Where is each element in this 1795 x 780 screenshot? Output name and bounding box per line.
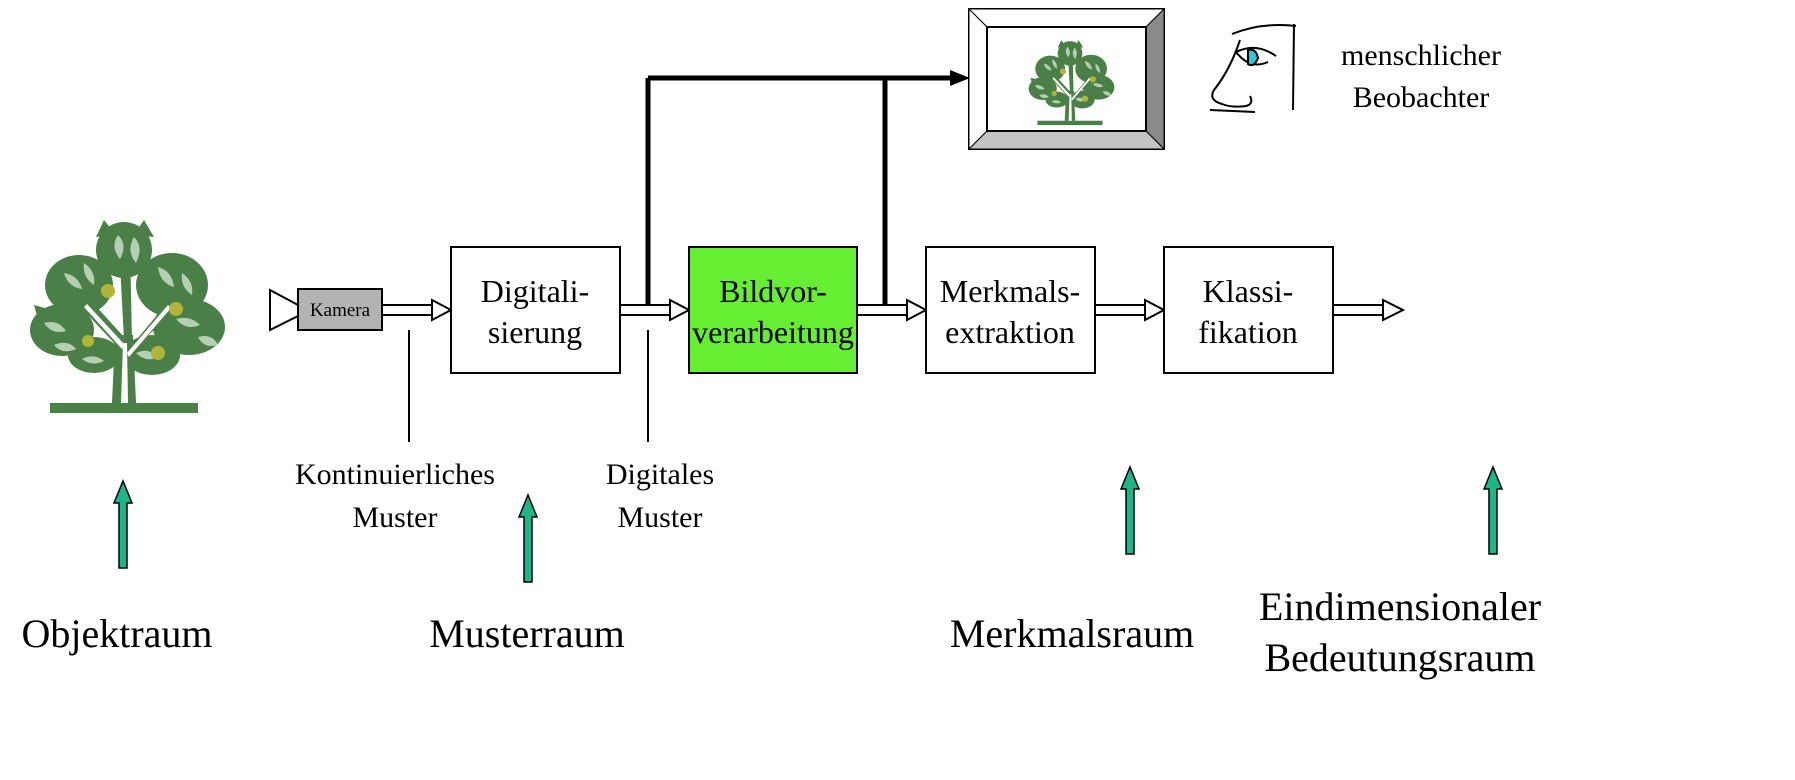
arrow-merkmalsextraktion-klassifikation: [1095, 298, 1167, 322]
tree-icon: [30, 220, 225, 413]
box-digitalisierung: Digitali- sierung: [450, 246, 621, 374]
box-label-line1: Digitali-: [481, 273, 589, 309]
box-klassifikation: Klassi- fikation: [1163, 246, 1334, 374]
box-label-line1: Merkmals-: [940, 273, 1080, 309]
space-label-bedeutungsraum-line1: Eindimensionaler: [1259, 584, 1541, 629]
arrow-camera-digitalisierung: [382, 298, 454, 322]
display-branch-lines: [645, 75, 952, 305]
box-label-line1: Bildvor-: [719, 273, 827, 309]
human-eye-icon: [1209, 23, 1297, 113]
display-arrowhead: [950, 70, 970, 86]
annotation-kontinuierliches-line2: Muster: [353, 501, 438, 534]
annotation-kontinuierliches-line1: Kontinuierliches: [295, 458, 495, 491]
observer-label-line2: Beobachter: [1353, 81, 1490, 114]
camera-icon: Kamera: [269, 288, 383, 332]
camera-label: Kamera: [310, 300, 371, 321]
flow-arrows: [382, 298, 1406, 322]
space-label-bedeutungsraum-line2: Bedeutungsraum: [1264, 635, 1535, 680]
space-label-objektraum: Objektraum: [21, 611, 212, 656]
annotation-digitales-line1: Digitales: [606, 458, 714, 491]
box-label-line2: fikation: [1198, 314, 1298, 350]
space-arrows: [112, 465, 1504, 583]
observer-label-line1: menschlicher: [1341, 39, 1501, 72]
space-arrow-musterraum: [517, 493, 539, 583]
box-label-line2: sierung: [488, 314, 582, 350]
arrow-klassifikation-output: [1333, 298, 1406, 322]
space-label-musterraum: Musterraum: [429, 611, 625, 656]
space-arrow-objektraum: [112, 479, 134, 569]
box-merkmalsextraktion: Merkmals- extraktion: [925, 246, 1096, 374]
box-label-line2: extraktion: [945, 314, 1075, 350]
monitor-icon: [967, 7, 1166, 151]
space-label-merkmalsraum: Merkmalsraum: [950, 611, 1194, 656]
box-label-line2: verarbeitung: [692, 314, 854, 350]
annotation-digitales-line2: Muster: [618, 501, 703, 534]
box-label-line1: Klassi-: [1203, 273, 1294, 309]
space-arrow-merkmalsraum: [1119, 465, 1141, 555]
box-bildvorverarbeitung: Bildvor- verarbeitung: [688, 246, 858, 374]
arrow-bildvorverarbeitung-merkmalsextraktion: [857, 298, 929, 322]
arrow-digitalisierung-bildvorverarbeitung: [620, 298, 692, 322]
space-arrow-bedeutungsraum: [1482, 465, 1504, 555]
